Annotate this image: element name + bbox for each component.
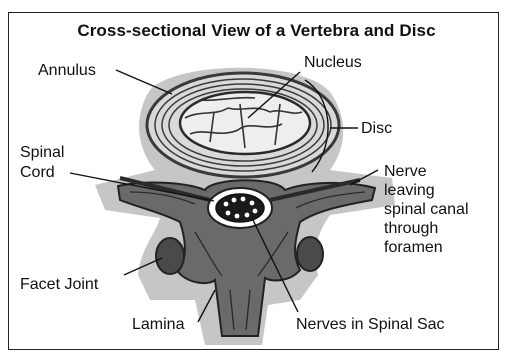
label-nerve-line1: Nerve [384, 162, 427, 181]
label-lamina: Lamina [132, 315, 184, 334]
label-disc: Disc [361, 119, 392, 138]
label-nerve-line2: leaving [384, 181, 435, 200]
label-nerves-in-sac: Nerves in Spinal Sac [296, 315, 445, 334]
label-nerve-line5: foramen [384, 238, 443, 257]
facet-joint-left-shape [156, 238, 184, 274]
facet-joint-right-shape [297, 237, 323, 271]
spinal-sac [216, 194, 264, 222]
label-nerve-line3: spinal canal [384, 200, 469, 219]
label-spinal-cord-line1: Spinal [20, 143, 64, 162]
label-nucleus: Nucleus [304, 53, 362, 72]
label-annulus: Annulus [38, 61, 96, 80]
label-spinal-cord-line2: Cord [20, 163, 55, 182]
label-nerve-line4: through [384, 219, 438, 238]
label-facet-joint: Facet Joint [20, 275, 98, 294]
